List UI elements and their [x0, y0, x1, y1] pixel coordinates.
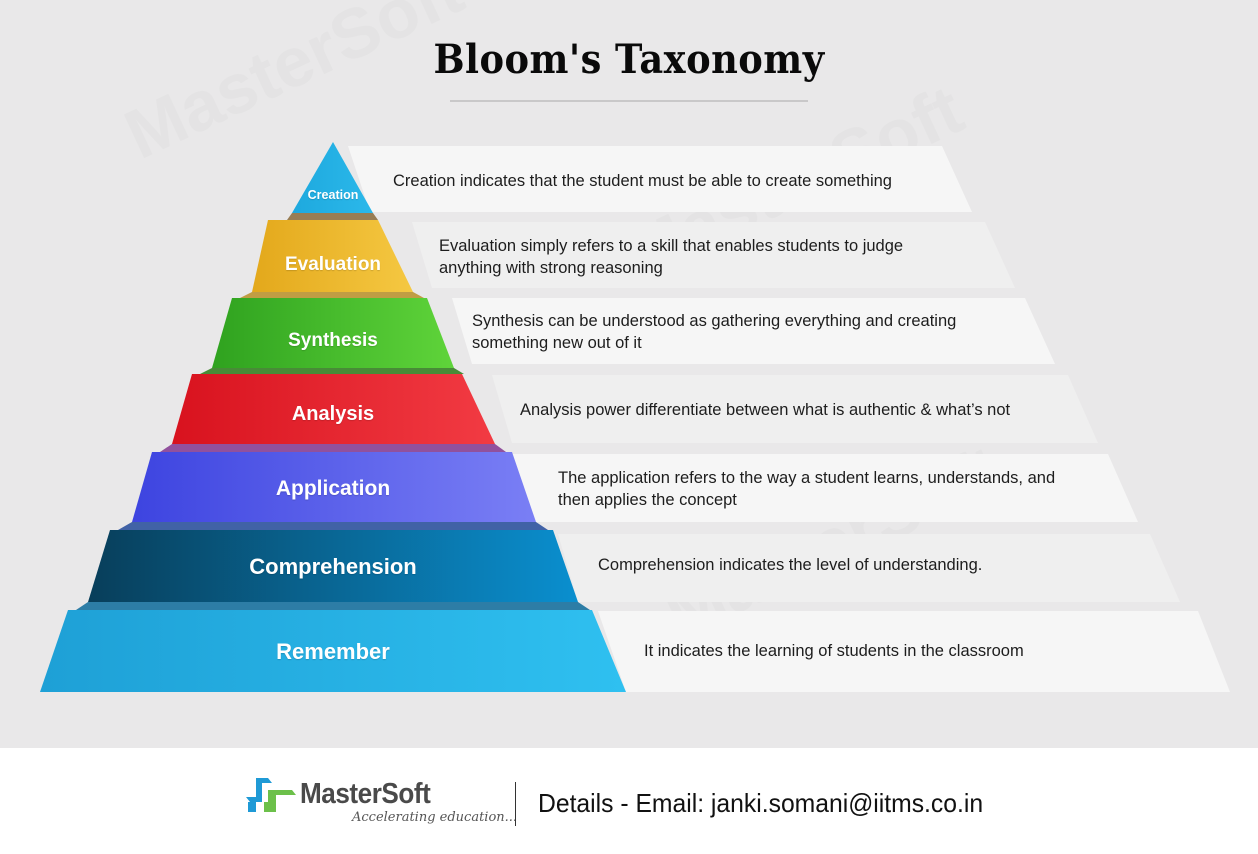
page-title: Bloom's Taxonomy: [433, 36, 825, 83]
layer-description-remember: It indicates the learning of students in…: [644, 642, 1024, 660]
layer-description-evaluation: Evaluation simply refers to a skill that…: [439, 237, 904, 277]
layer-label-analysis: Analysis: [291, 403, 375, 425]
contact-email: Details - Email: janki.somani@iitms.co.i…: [538, 788, 984, 818]
pyramid-layers: [40, 142, 626, 692]
brand-tagline: Accelerating education...: [352, 810, 518, 825]
layer-label-creation: Creation: [307, 188, 359, 202]
layer-label-application: Application: [275, 477, 391, 500]
description-bands: [348, 146, 1230, 692]
footer-bar: [0, 748, 1258, 854]
footer-divider: [515, 782, 516, 826]
pyramid-diagram: MasterSoft MasterSoft MasterSoft: [40, 142, 1230, 692]
layer-description-application: The application refers to the way a stud…: [558, 469, 1056, 509]
layer-description-synthesis: Synthesis can be understood as gathering…: [472, 312, 957, 352]
layer-description-analysis: Analysis power differentiate between wha…: [520, 401, 1011, 419]
layer-description-comprehension: Comprehension indicates the level of und…: [598, 556, 983, 574]
title-divider: [450, 100, 808, 102]
layer-description-creation: Creation indicates that the student must…: [393, 172, 892, 190]
layer-label-synthesis: Synthesis: [288, 330, 378, 351]
layer-label-remember: Remember: [276, 639, 390, 664]
layer-label-comprehension: Comprehension: [249, 554, 417, 579]
brand-name: MasterSoft: [300, 778, 431, 810]
layer-label-evaluation: Evaluation: [284, 254, 382, 275]
mastersoft-logo-icon: [246, 778, 296, 812]
